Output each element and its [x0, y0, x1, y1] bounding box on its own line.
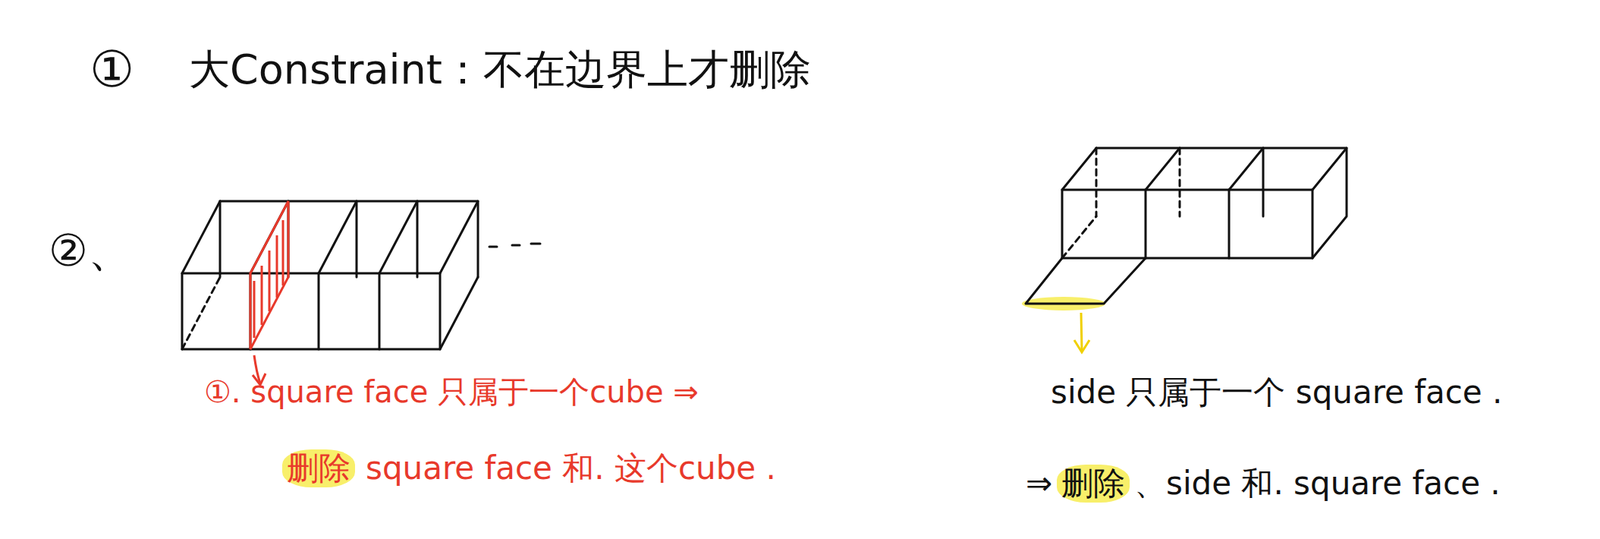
- action-word: 删除: [1056, 464, 1130, 503]
- rule-text: 大Constraint：不在边界上才删除: [188, 45, 812, 95]
- continuation-dots: [489, 243, 541, 247]
- action-word: 删除: [282, 449, 356, 488]
- cube-row-left: [182, 201, 478, 349]
- shared-face: [250, 201, 289, 385]
- action-note: square face 和. 这个cube .: [365, 449, 777, 488]
- condition-note: side 只属于一个 square face .: [1050, 373, 1503, 412]
- cube-row-right: [1021, 147, 1347, 353]
- arrow-symbol: ⇒: [1025, 464, 1053, 503]
- condition-note: ①. square face 只属于一个cube ⇒: [204, 373, 699, 410]
- item-number: ①: [89, 39, 135, 100]
- item-number: ②、: [48, 224, 133, 278]
- action-note: 、side 和. square face .: [1134, 464, 1501, 503]
